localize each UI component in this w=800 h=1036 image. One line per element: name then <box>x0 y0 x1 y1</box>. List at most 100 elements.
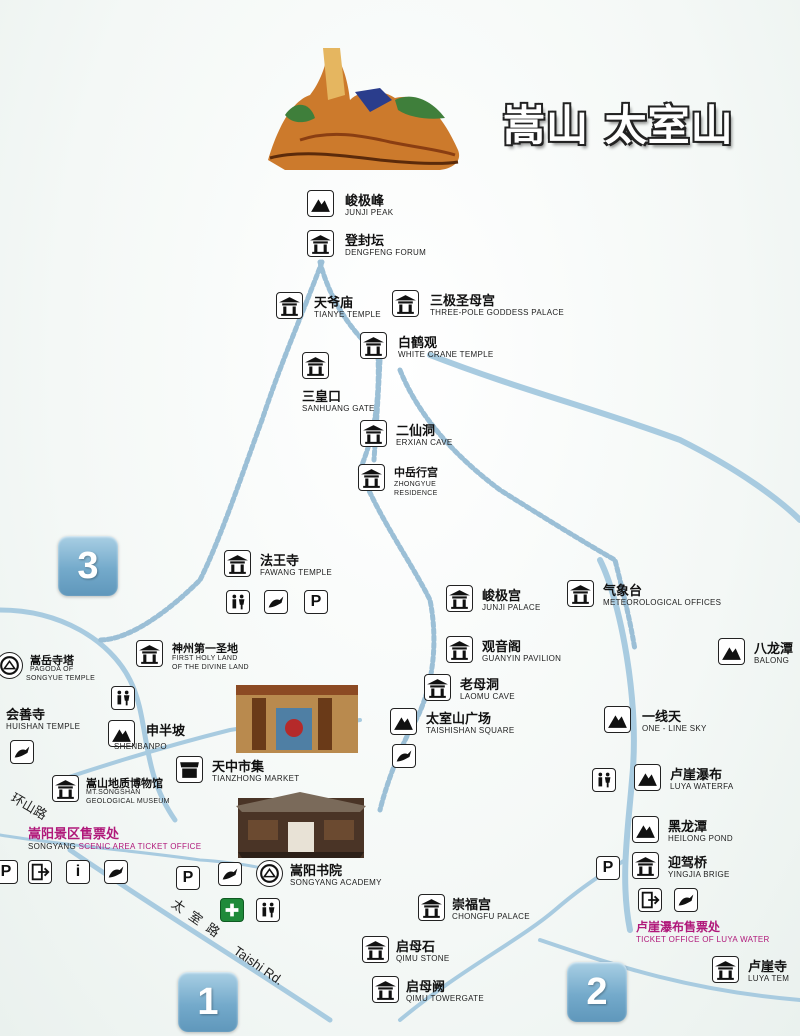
poi-name-en: HUISHAN TEMPLE <box>6 722 81 731</box>
poi-name-en: GUANYIN PAVILION <box>482 654 562 663</box>
poi-name-zh: 峻极宫 <box>482 589 522 604</box>
trail-northeast-solid <box>427 352 800 523</box>
viewpoint-icon[interactable] <box>10 740 34 764</box>
poi-name-en: PAGODA OF <box>30 666 74 673</box>
ticket-office-songyang-zh: 嵩阳景区售票处 <box>28 827 120 842</box>
poi-name-en: THREE-POLE GODDESS PALACE <box>430 308 565 317</box>
poi-name-en: SANHUANG GATE <box>302 404 375 413</box>
poi-name-zh: 卢崖寺 <box>748 960 788 975</box>
poi-name-en-2: OF THE DIVINE LAND <box>172 664 249 671</box>
poi-name-en: SONGYANG ACADEMY <box>290 878 382 887</box>
viewpoint-icon[interactable] <box>218 862 242 886</box>
poi-name-zh: 申半坡 <box>146 724 186 739</box>
info-icon[interactable]: i <box>66 860 90 884</box>
poi-name-en: MT.SONGSHAN <box>86 789 141 796</box>
temple-icon <box>392 290 419 317</box>
poi-name-en: JUNJI PEAK <box>345 208 394 217</box>
parking-icon[interactable]: P <box>176 866 200 890</box>
mountain-icon <box>632 816 659 843</box>
poi-name-en: TIANYE TEMPLE <box>314 310 381 319</box>
temple-icon <box>446 585 473 612</box>
ticket-office-prefix: SONGYANG <box>28 842 77 851</box>
parking-icon[interactable]: P <box>0 860 18 884</box>
poi-name-zh: 会善寺 <box>6 708 46 723</box>
parking-icon[interactable]: P <box>596 856 620 880</box>
exit-icon[interactable] <box>638 888 662 912</box>
trail-east-solid <box>597 557 637 933</box>
poi-name-zh: 崇福宫 <box>452 898 492 913</box>
songyang-academy-photo <box>236 792 366 858</box>
poi-name-en: JUNJI PALACE <box>482 603 541 612</box>
temple-icon <box>360 420 387 447</box>
trail-dashed-east <box>397 367 638 653</box>
poi-name-en: YINGJIA BRIGE <box>668 870 730 879</box>
poi-name-en: CHONGFU PALACE <box>452 912 530 921</box>
restroom-icon[interactable] <box>226 590 250 614</box>
mountain-icon <box>718 638 745 665</box>
restroom-icon[interactable] <box>111 686 135 710</box>
temple-icon <box>276 292 303 319</box>
temple-icon <box>372 976 399 1003</box>
poi-name-zh: 启母阙 <box>406 980 446 995</box>
poi-name-en: HEILONG POND <box>668 834 733 843</box>
poi-name-zh: 天爷庙 <box>314 296 354 311</box>
poi-name-zh: 三极圣母宫 <box>430 294 496 309</box>
viewpoint-icon[interactable] <box>392 744 416 768</box>
poi-name-en: FAWANG TEMPLE <box>260 568 333 577</box>
poi-name-zh: 一线天 <box>642 710 682 725</box>
tianzhong-market-photo <box>236 685 358 753</box>
poi-name-zh: 气象台 <box>603 584 643 599</box>
mountain-icon <box>390 708 417 735</box>
poi-name-en: WHITE CRANE TEMPLE <box>398 350 494 359</box>
mountain-icon <box>108 720 135 747</box>
poi-name-en: LUYA TEM <box>748 974 790 983</box>
restroom-icon[interactable] <box>256 898 280 922</box>
poi-name-en: FIRST HOLY LAND <box>172 655 238 662</box>
poi-name-en: LUYA WATERFA <box>670 782 734 791</box>
poi-name-en: LAOMU CAVE <box>460 692 515 701</box>
temple-icon <box>307 230 334 257</box>
poi-name-zh: 峻极峰 <box>345 194 385 209</box>
temple-icon <box>52 775 79 802</box>
viewpoint-icon[interactable] <box>104 860 128 884</box>
ticket-office-luya-zh: 卢崖瀑布售票处 <box>636 920 721 934</box>
route-badge-2[interactable]: 2 <box>567 962 627 1022</box>
poi-name-zh: 观音阁 <box>482 640 522 655</box>
first-aid-icon[interactable] <box>220 898 244 922</box>
temple-icon <box>418 894 445 921</box>
road-taishi-line <box>67 847 333 1023</box>
restroom-icon[interactable] <box>592 768 616 792</box>
map-title: 嵩山 太室山 <box>503 101 734 150</box>
temple-icon <box>136 640 163 667</box>
temple-icon <box>358 464 385 491</box>
poi-name-en: DENGFENG FORUM <box>345 248 427 257</box>
temple-icon <box>362 936 389 963</box>
trail-dashed-west <box>97 259 325 643</box>
temple-icon <box>302 352 329 379</box>
route-badge-1[interactable]: 1 <box>178 972 238 1032</box>
poi-name-en: METEOROLOGICAL OFFICES <box>603 598 722 607</box>
temple-icon <box>360 332 387 359</box>
viewpoint-icon[interactable] <box>674 888 698 912</box>
mountain-icon <box>604 706 631 733</box>
poi-name-zh: 老母洞 <box>460 678 500 693</box>
exit-icon[interactable] <box>28 860 52 884</box>
poi-name-en: SHENBANPO <box>114 742 167 751</box>
poi-name-zh: 太室山广场 <box>426 712 492 727</box>
poi-name-zh: 嵩岳寺塔 <box>30 654 74 667</box>
poi-name-zh: 白鹤观 <box>398 336 438 351</box>
temple-icon <box>567 580 594 607</box>
ticket-office-songyang-en: SONGYANG SCENIC AREA TICKET OFFICE <box>28 842 201 851</box>
viewpoint-icon[interactable] <box>264 590 288 614</box>
shop-icon <box>176 756 203 783</box>
trail-west-solid <box>0 607 178 823</box>
mountain-icon <box>307 190 334 217</box>
parking-icon[interactable]: P <box>304 590 328 614</box>
poi-name-en: TIANZHONG MARKET <box>212 774 300 783</box>
poi-name-zh: 天中市集 <box>212 760 265 775</box>
poi-name-zh: 登封坛 <box>345 234 385 249</box>
poi-name-en: ZHONGYUE RESIDENCE <box>394 481 438 497</box>
temple-icon <box>224 550 251 577</box>
route-badge-3[interactable]: 3 <box>58 536 118 596</box>
